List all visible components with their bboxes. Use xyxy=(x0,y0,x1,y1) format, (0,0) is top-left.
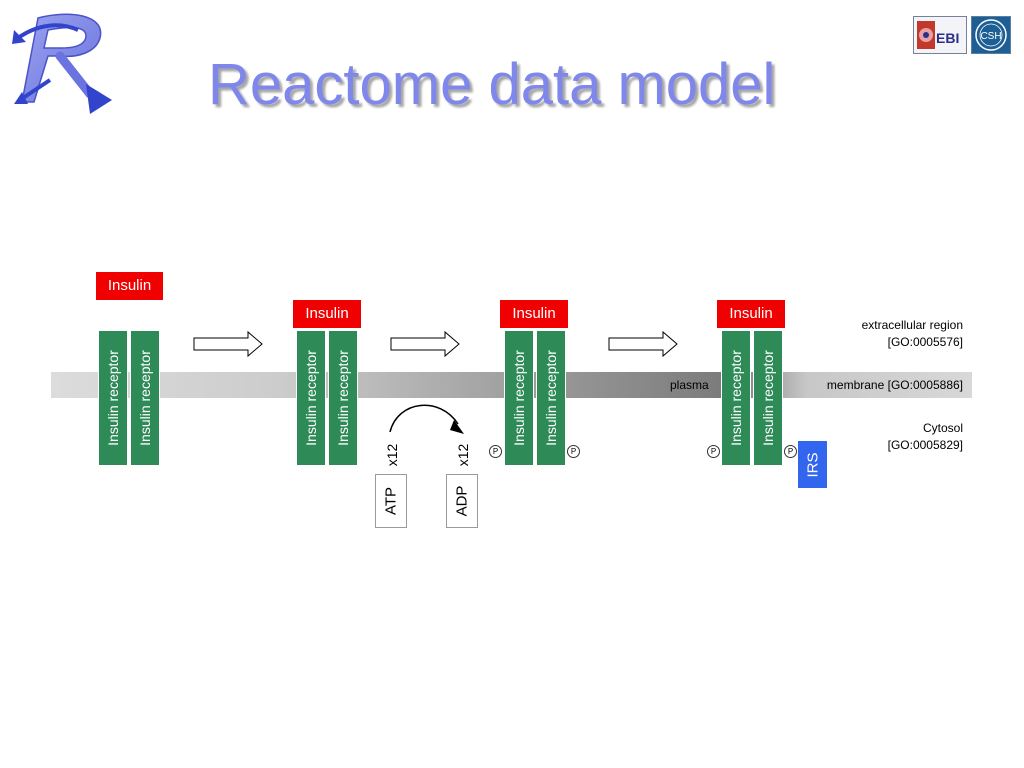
phosphate-marker: P xyxy=(567,445,580,458)
phosphate-marker: P xyxy=(489,445,502,458)
cytosol-label: Cytosol [GO:0005829] xyxy=(887,421,963,452)
transition-arrow xyxy=(193,330,263,358)
insulin-receptor: Insulin receptor xyxy=(504,330,534,466)
insulin-ligand: Insulin xyxy=(716,299,786,329)
insulin-receptor: Insulin receptor xyxy=(328,330,358,466)
plasma-label: plasma xyxy=(670,378,709,392)
insulin-ligand: Insulin xyxy=(95,271,164,301)
insulin-receptor: Insulin receptor xyxy=(721,330,751,466)
transition-arrow xyxy=(390,330,460,358)
insulin-receptor: Insulin receptor xyxy=(98,330,128,466)
insulin-receptor: Insulin receptor xyxy=(296,330,326,466)
page-title: Reactome data model xyxy=(208,52,776,117)
adp-box: ADP xyxy=(446,474,478,528)
insulin-ligand: Insulin xyxy=(499,299,569,329)
csh-logo-text: CSH xyxy=(980,31,1001,42)
irs-protein: IRS xyxy=(797,440,828,489)
ebi-logo: EBI xyxy=(913,16,967,54)
extracellular-region-label: extracellular region [GO:0005576] xyxy=(861,318,963,349)
reactome-logo xyxy=(12,13,112,114)
insulin-ligand: Insulin xyxy=(292,299,362,329)
ebi-logo-text: EBI xyxy=(936,30,959,46)
insulin-receptor: Insulin receptor xyxy=(753,330,783,466)
phosphate-marker: P xyxy=(707,445,720,458)
membrane-label: membrane [GO:0005886] xyxy=(826,378,963,392)
reaction-curved-arrow xyxy=(389,404,464,434)
adp-stoichiometry: x12 xyxy=(455,443,471,467)
phosphate-marker: P xyxy=(784,445,797,458)
insulin-receptor: Insulin receptor xyxy=(130,330,160,466)
atp-stoichiometry: x12 xyxy=(384,443,400,467)
insulin-receptor: Insulin receptor xyxy=(536,330,566,466)
transition-arrow xyxy=(608,330,678,358)
atp-box: ATP xyxy=(375,474,407,528)
csh-logo: CSH xyxy=(971,16,1011,54)
